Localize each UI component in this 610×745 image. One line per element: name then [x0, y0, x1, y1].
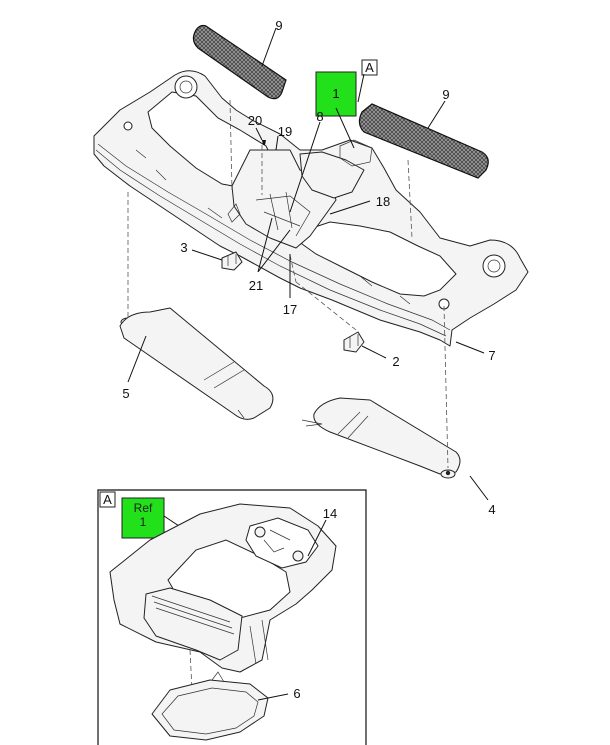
- retainer-clip-2: [343, 331, 365, 353]
- callout-14: 14: [323, 506, 337, 521]
- alignment-lines: [127, 99, 449, 469]
- sun-visor-right: [301, 397, 461, 479]
- sun-visor-left: [119, 307, 274, 420]
- callout-9-right: 9: [442, 87, 449, 102]
- leader-lines: [127, 27, 489, 501]
- callout-21: 21: [249, 278, 263, 293]
- mesh-pad-left: [192, 24, 287, 100]
- callout-20: 20: [248, 113, 262, 128]
- callout-5: 5: [122, 386, 129, 401]
- leader-14: [307, 519, 327, 557]
- callout-2: 2: [392, 354, 399, 369]
- callout-9-left: 9: [275, 18, 282, 33]
- callout-18: 18: [376, 194, 390, 209]
- callout-17: 17: [283, 302, 297, 317]
- detail-box-a-marker: [361, 59, 378, 76]
- callout-4: 4: [488, 502, 495, 517]
- mesh-pad-right: [358, 103, 489, 179]
- callout-a-detail: A: [103, 492, 112, 507]
- ref-label: Ref: [134, 501, 153, 515]
- ref-number: 1: [140, 515, 147, 529]
- callout-3: 3: [180, 240, 187, 255]
- callout-7: 7: [488, 348, 495, 363]
- retainer-clip-3: [221, 251, 243, 271]
- detail-view-a: [97, 489, 367, 745]
- screw-20: [262, 140, 266, 145]
- callout-8: 8: [316, 109, 323, 124]
- leader-6: [257, 693, 289, 701]
- overhead-console-detail: [109, 503, 337, 691]
- headliner-frame: [93, 70, 529, 347]
- console-lens-6: [151, 671, 269, 741]
- callout-a-top: A: [365, 60, 374, 75]
- callout-19: 19: [278, 124, 292, 139]
- ref-highlight-box: [121, 497, 165, 539]
- callout-6: 6: [293, 686, 300, 701]
- callout-1: 1: [332, 86, 339, 101]
